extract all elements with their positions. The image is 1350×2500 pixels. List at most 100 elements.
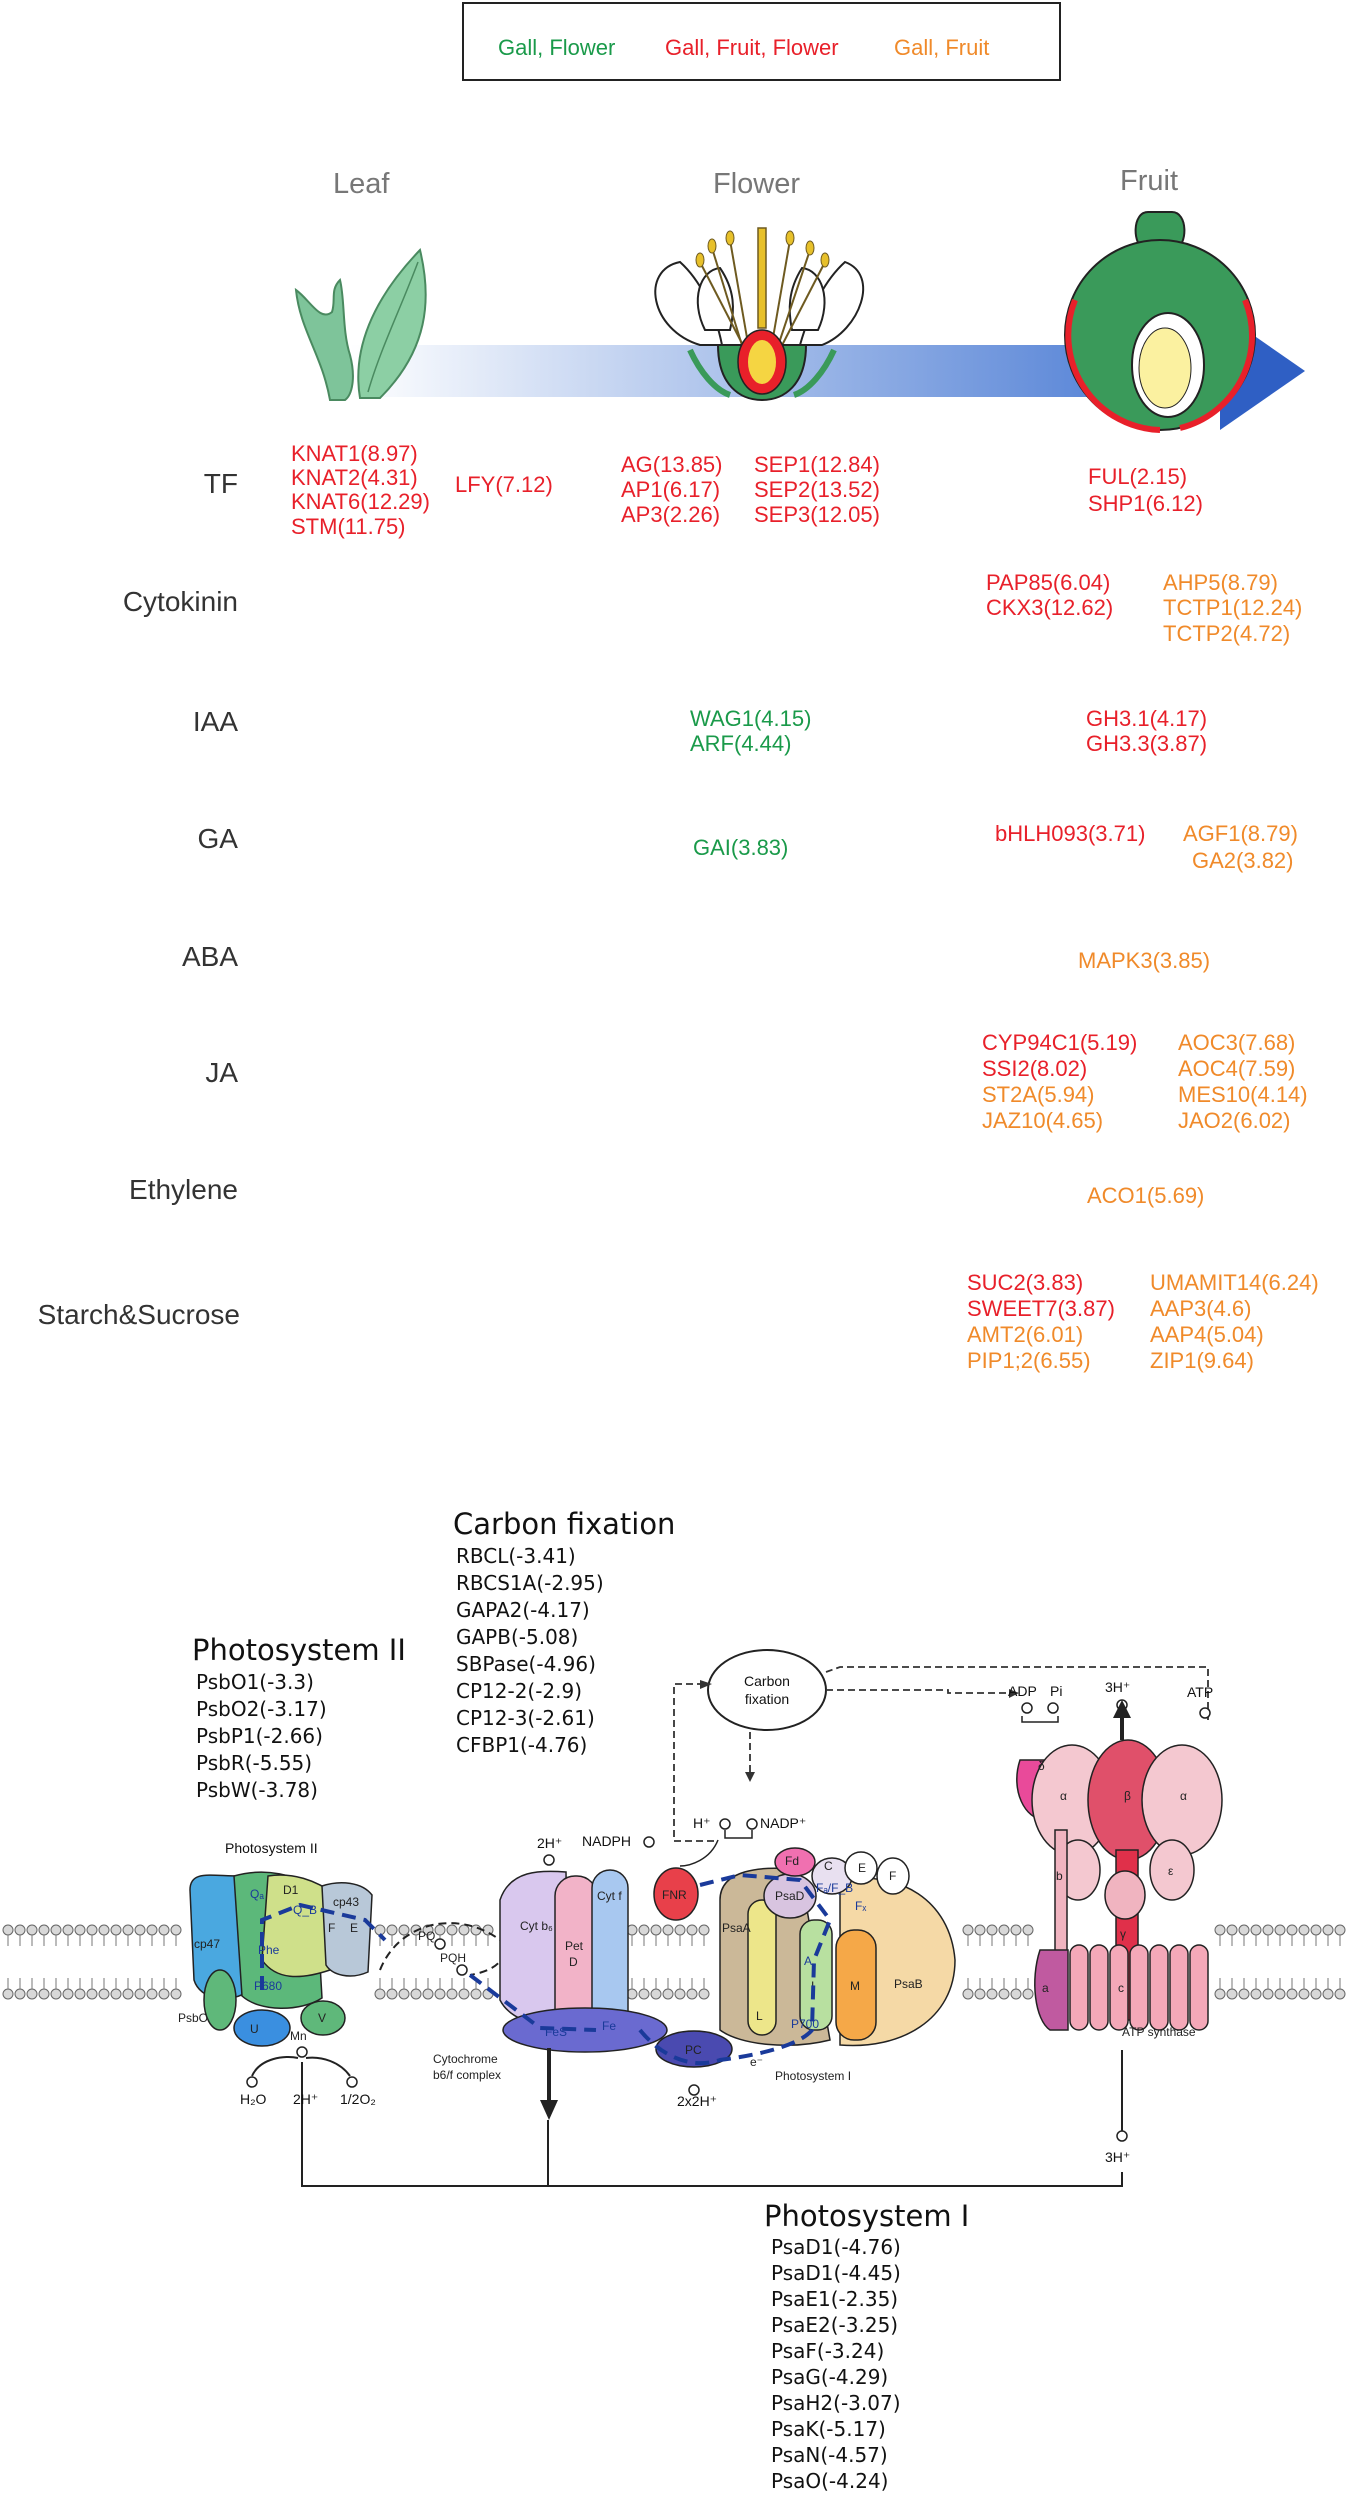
lipid-head: [698, 1924, 710, 1936]
ps2-gene-psbw: PsbW(-3.78): [196, 1778, 318, 1802]
legend-gall-fruit: Gall, Fruit: [894, 35, 989, 60]
photosystem-i-list: Photosystem I PsaD1(-4.76) PsaD1(-4.45) …: [764, 2199, 969, 2493]
lipid-head: [50, 1924, 62, 1936]
lipid-head: [1022, 1924, 1034, 1936]
category-ja: JA: [205, 1057, 238, 1088]
lipid-head: [1250, 1988, 1262, 2000]
lipid-head: [1238, 1988, 1250, 2000]
lipid-head: [38, 1924, 50, 1936]
lipid-head: [446, 1924, 458, 1936]
lipid-head: [446, 1988, 458, 2000]
lipid-head: [98, 1924, 110, 1936]
lipid-head: [1274, 1988, 1286, 2000]
category-labels: TF Cytokinin IAA GA ABA JA Ethylene Star…: [38, 468, 240, 1330]
lipid-head: [662, 1924, 674, 1936]
gene-ag: AG(13.85): [621, 452, 723, 477]
cp43-label: cp43: [333, 1895, 359, 1909]
gene-gai: GAI(3.83): [693, 835, 788, 860]
lipid-head: [1286, 1924, 1298, 1936]
lipid-head: [1298, 1924, 1310, 1936]
lipid-head: [1262, 1924, 1274, 1936]
gene-zip1: ZIP1(9.64): [1150, 1348, 1254, 1373]
gene-aco1: ACO1(5.69): [1087, 1183, 1204, 1208]
lipid-head: [398, 1988, 410, 2000]
membrane-top-layer: [2, 1924, 1346, 1946]
photosystem-ii-complex: Photosystem II cp47 cp43 D1 Qₐ Q_B Phe P…: [178, 1840, 373, 2047]
stage-fruit-label: Fruit: [1120, 165, 1178, 197]
lipid-head: [1310, 1988, 1322, 2000]
lipid-head: [638, 1988, 650, 2000]
cytb6f-label-2: b6/f complex: [433, 2068, 501, 2082]
d1-label: D1: [283, 1883, 299, 1897]
cf-gene-cfbp1: CFBP1(-4.76): [456, 1733, 587, 1757]
lipid-head: [386, 1924, 398, 1936]
ps2-gene-psbo1: PsbO1(-3.3): [196, 1670, 314, 1694]
lipid-head: [122, 1988, 134, 2000]
ps1-gene-psad1-b: PsaD1(-4.45): [771, 2261, 901, 2285]
lipid-head: [1286, 1988, 1298, 2000]
two-h-top-label: 2H⁺: [537, 1835, 562, 1851]
atp-alpha-left-label: α: [1060, 1789, 1067, 1803]
lipid-head: [650, 1924, 662, 1936]
lipid-head: [1214, 1924, 1226, 1936]
lipid-head: [986, 1988, 998, 2000]
e-subunit-label: E: [350, 1921, 358, 1935]
atp-gamma-label: γ: [1120, 1927, 1126, 1941]
carbon-cycle-lines: [673, 1666, 1209, 1842]
gene-lfy: LFY(7.12): [455, 472, 553, 497]
lipid-head: [1298, 1988, 1310, 2000]
pq-label: PQ: [418, 1929, 435, 1943]
lipid-head: [998, 1924, 1010, 1936]
lipid-head: [1238, 1924, 1250, 1936]
gene-aap4: AAP4(5.04): [1150, 1322, 1264, 1347]
lipid-head: [470, 1924, 482, 1936]
cytochrome-b6f-complex: 2H⁺ Cyt b₆ Pet D Cyt f FeS Fe Cytochrome…: [433, 1835, 668, 2120]
ps1-c-label: C: [824, 1859, 833, 1873]
cf-gene-gapa2: GAPA2(-4.17): [456, 1598, 590, 1622]
gene-sep2: SEP2(13.52): [754, 477, 880, 502]
category-starch-sucrose: Starch&Sucrose: [38, 1299, 240, 1330]
three-h-top-label: 3H⁺: [1105, 1679, 1130, 1695]
lipid-head: [974, 1924, 986, 1936]
lipid-head: [50, 1988, 62, 2000]
lipid-head: [1310, 1924, 1322, 1936]
phe-label: Phe: [258, 1943, 280, 1957]
gene-arf: ARF(4.44): [690, 731, 791, 756]
gene-aap3: AAP3(4.6): [1150, 1296, 1252, 1321]
ps1-e-label: E: [858, 1861, 866, 1875]
ps1-gene-psah2: PsaH2(-3.07): [771, 2391, 901, 2415]
lipid-head: [434, 1988, 446, 2000]
electron-transport-path: [260, 1872, 833, 2066]
h2o-label: H₂O: [240, 2091, 267, 2107]
gene-aoc4: AOC4(7.59): [1178, 1056, 1295, 1081]
lipid-head: [74, 1924, 86, 1936]
cf-gene-cp12-2: CP12-2(-2.9): [456, 1679, 582, 1703]
lipid-head: [1334, 1988, 1346, 2000]
ps2-gene-psbp1: PsbP1(-2.66): [196, 1724, 323, 1748]
gene-lists: KNAT1(8.97) KNAT2(4.31) KNAT6(12.29) STM…: [291, 441, 1319, 1373]
lipid-head: [2, 1988, 14, 2000]
lipid-head: [1010, 1924, 1022, 1936]
nadph-cluster: NADPH H⁺ NADP⁺: [582, 1815, 806, 1867]
stage-flower-label: Flower: [713, 168, 800, 200]
gene-amt2: AMT2(6.01): [967, 1322, 1083, 1347]
cf-gene-gapb: GAPB(-5.08): [456, 1625, 578, 1649]
ps1-gene-psae2: PsaE2(-3.25): [771, 2313, 898, 2337]
nadph-label: NADPH: [582, 1833, 631, 1849]
photosystem-ii-title: Photosystem II: [192, 1633, 406, 1667]
fruit-icon: [1064, 211, 1256, 433]
two-x-two-h-label: 2x2H⁺: [677, 2093, 717, 2109]
gene-pip1-2: PIP1;2(6.55): [967, 1348, 1091, 1373]
lipid-head: [38, 1988, 50, 2000]
lipid-head: [26, 1988, 38, 2000]
lipid-head: [470, 1988, 482, 2000]
adp-atp-cluster: ADP Pi 3H⁺ ATP: [1008, 1679, 1213, 1723]
e-minus-label: e⁻: [750, 2055, 763, 2069]
lipid-head: [62, 1988, 74, 2000]
ps1-gene-psak: PsaK(-5.17): [771, 2417, 886, 2441]
leaf-icon: [294, 247, 427, 401]
legend: Gall, Flower Gall, Fruit, Flower Gall, F…: [462, 2, 1061, 81]
lipid-head: [410, 1988, 422, 2000]
lipid-head: [962, 1988, 974, 2000]
